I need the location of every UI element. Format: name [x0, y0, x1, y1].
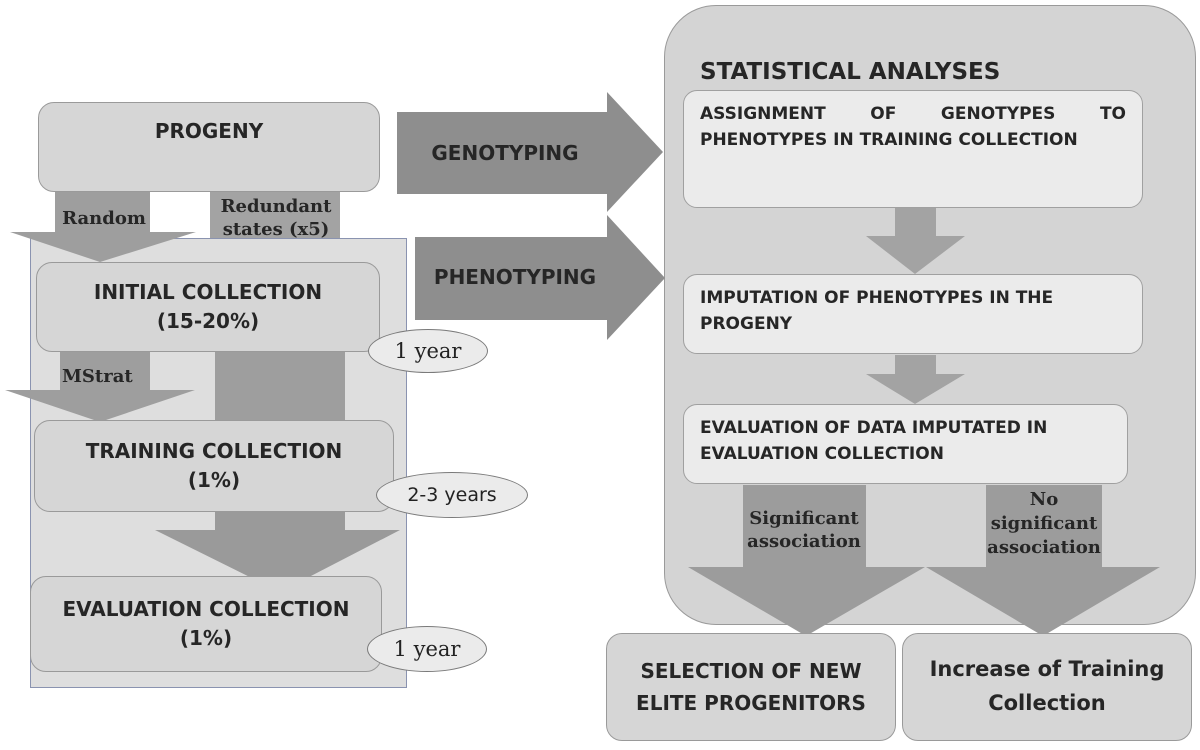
training-to-evaluation-arrow: [155, 510, 400, 592]
random-label: Random: [62, 208, 146, 229]
training-duration-oval: 2-3 years: [376, 472, 528, 518]
random-arrow: [10, 188, 196, 262]
step-imputation-label: IMPUTATION OF PHENOTYPES IN THE PROGENY: [700, 288, 1054, 335]
increase-line2: Collection: [988, 691, 1106, 715]
initial-collection-label: INITIAL COLLECTION: [93, 280, 323, 304]
step-assignment-label: ASSIGNMENT OF GENOTYPES TO PHENOTYPES IN…: [700, 104, 1126, 151]
step-evaluation-label: EVALUATION OF DATA IMPUTATED IN EVALUATI…: [700, 418, 1048, 465]
phenotyping-arrow: [415, 215, 665, 340]
training-collection-label: TRAINING COLLECTION: [85, 439, 343, 463]
training-duration-label: 2-3 years: [407, 484, 497, 506]
statistical-analyses-title: STATISTICAL ANALYSES: [700, 59, 1001, 85]
evaluation-collection-label: EVALUATION COLLECTION: [62, 597, 350, 621]
progeny-label: PROGENY: [154, 119, 264, 143]
mstrat-label: MStrat: [62, 366, 133, 387]
step-evaluation-of-data: EVALUATION OF DATA IMPUTATED IN EVALUATI…: [683, 404, 1128, 484]
step-assignment-of-genotypes: ASSIGNMENT OF GENOTYPES TO PHENOTYPES IN…: [683, 90, 1143, 208]
selection-new-elite-progenitors-box: SELECTION OF NEW ELITE PROGENITORS: [606, 633, 896, 741]
initial-to-training-band: [215, 352, 345, 420]
initial-collection-percent: (15-20%): [156, 309, 260, 333]
progeny-box: PROGENY: [38, 102, 380, 192]
genotyping-arrow: [397, 92, 663, 212]
selection-line1: SELECTION OF NEW: [640, 659, 862, 683]
selection-line2: ELITE PROGENITORS: [636, 691, 866, 715]
phenotyping-label: PHENOTYPING: [433, 265, 597, 289]
significant-association-label: Significant association: [747, 508, 861, 552]
no-significant-arrow: [926, 485, 1160, 636]
redundant-states-label: Redundant states (x5): [220, 196, 332, 240]
step2-to-step3-arrow: [866, 355, 965, 404]
initial-duration-oval: 1 year: [368, 329, 488, 373]
step-imputation-of-phenotypes: IMPUTATION OF PHENOTYPES IN THE PROGENY: [683, 274, 1143, 354]
genotyping-label: GENOTYPING: [431, 141, 579, 165]
initial-duration-label: 1 year: [394, 339, 462, 363]
initial-collection-box: INITIAL COLLECTION (15-20%): [36, 262, 380, 352]
evaluation-collection-percent: (1%): [179, 626, 233, 650]
no-significant-association-label: No significant association: [987, 489, 1101, 558]
increase-training-collection-box: Increase of Training Collection: [902, 633, 1192, 741]
evaluation-duration-label: 1 year: [393, 637, 461, 661]
training-collection-box: TRAINING COLLECTION (1%): [34, 420, 394, 512]
redundant-arrow: [210, 192, 340, 238]
evaluation-duration-oval: 1 year: [367, 626, 487, 672]
significant-arrow: [688, 485, 925, 636]
mstrat-arrow: [5, 348, 195, 422]
training-collection-percent: (1%): [187, 468, 241, 492]
increase-line1: Increase of Training: [929, 657, 1165, 682]
evaluation-collection-box: EVALUATION COLLECTION (1%): [30, 576, 382, 672]
step1-to-step2-arrow: [866, 196, 965, 274]
